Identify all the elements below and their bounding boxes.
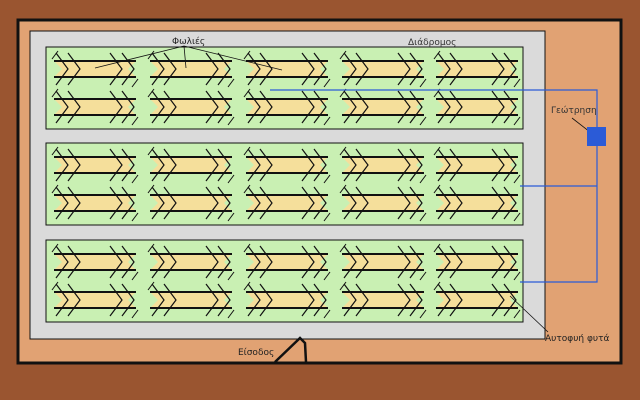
- nest: [147, 88, 235, 126]
- nest: [147, 281, 235, 319]
- nest: [243, 50, 331, 88]
- nest: [51, 184, 139, 222]
- nest: [339, 88, 427, 126]
- entrance-door: [274, 336, 308, 363]
- strip-2: [45, 142, 524, 226]
- nest: [147, 184, 235, 222]
- label-nests-leaders: [94, 45, 283, 71]
- nest: [433, 184, 521, 222]
- nest: [433, 50, 521, 88]
- nest: [51, 88, 139, 126]
- nest: [147, 146, 235, 184]
- nest: [339, 243, 427, 281]
- nest: [339, 50, 427, 88]
- strip-3: [45, 239, 524, 323]
- nest: [433, 243, 521, 281]
- nests-group: [51, 50, 521, 319]
- nest: [339, 146, 427, 184]
- nest: [51, 146, 139, 184]
- nest: [243, 281, 331, 319]
- nest: [433, 281, 521, 319]
- nest: [51, 281, 139, 319]
- grounding-pipes: [270, 89, 598, 283]
- nest: [433, 146, 521, 184]
- nest: [243, 88, 331, 126]
- label-nests: Φωλιές: [172, 36, 205, 47]
- label-self-sown-plants: Αυτοφυή φυτά: [545, 334, 610, 344]
- self-sown-plants-leader: [509, 295, 549, 333]
- label-grounding: Γεώτρηση: [551, 105, 597, 116]
- label-entrance: Είσοδος: [238, 348, 274, 358]
- nest: [243, 146, 331, 184]
- nest: [147, 243, 235, 281]
- nest: [339, 281, 427, 319]
- nest: [51, 50, 139, 88]
- nest: [433, 88, 521, 126]
- nest: [243, 184, 331, 222]
- strip-1: [45, 46, 524, 130]
- label-corridor: Διάδρομος: [408, 38, 456, 48]
- nest: [243, 243, 331, 281]
- grounding-marker: [587, 127, 606, 146]
- nest: [147, 50, 235, 88]
- nest: [339, 184, 427, 222]
- nest: [51, 243, 139, 281]
